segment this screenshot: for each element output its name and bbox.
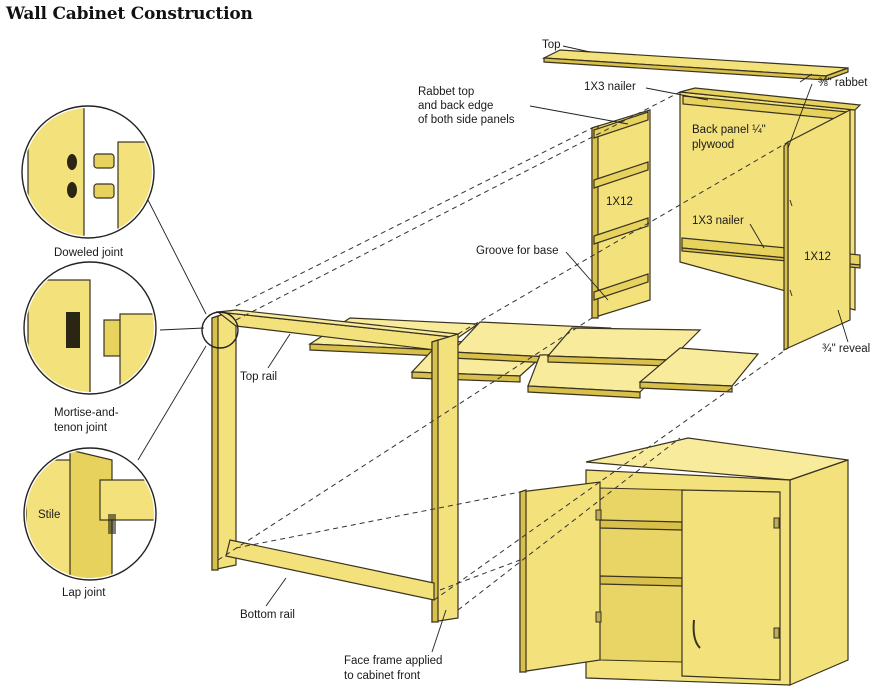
- lap-joint-detail: [23, 447, 157, 581]
- label-mortise-1: Mortise-and-: [54, 407, 119, 419]
- label-rabbet-note-1: Rabbet top: [418, 86, 474, 98]
- leader-lines: [265, 45, 849, 653]
- label-reveal: ¾" reveal: [822, 343, 870, 355]
- label-lap-joint: Lap joint: [62, 587, 106, 599]
- label-doweled-joint: Doweled joint: [54, 247, 124, 259]
- projection-lines: [217, 91, 789, 611]
- left-side-panel: [591, 109, 651, 319]
- label-side-1x12: 1X12: [606, 196, 633, 208]
- label-right-1x12: 1X12: [804, 251, 831, 263]
- detail-connectors: [137, 199, 239, 461]
- top-board: [541, 49, 849, 81]
- label-nailer-top: 1X3 nailer: [584, 81, 636, 93]
- label-back-panel-2: plywood: [692, 139, 734, 151]
- label-stile: Stile: [38, 509, 60, 521]
- label-nailer-bottom: 1X3 nailer: [692, 215, 744, 227]
- label-bottom-rail: Bottom rail: [240, 609, 295, 621]
- face-frame: [211, 309, 461, 623]
- doweled-joint-detail: [21, 105, 155, 239]
- mortise-tenon-detail: [23, 261, 157, 395]
- label-top: Top: [542, 39, 561, 51]
- label-rabbet: ⅜" rabbet: [818, 77, 868, 89]
- label-top-rail: Top rail: [240, 371, 277, 383]
- label-groove: Groove for base: [476, 245, 558, 257]
- label-mortise-2: tenon joint: [54, 422, 108, 434]
- right-side-panel: [783, 109, 851, 351]
- label-back-panel-1: Back panel ¼": [692, 124, 766, 136]
- label-face-frame-1: Face frame applied: [344, 655, 442, 667]
- label-rabbet-note-3: of both side panels: [418, 114, 515, 126]
- diagram-title: Wall Cabinet Construction: [6, 4, 253, 24]
- assembled-cabinet: [519, 437, 849, 686]
- label-face-frame-2: to cabinet front: [344, 670, 421, 682]
- label-rabbet-note-2: and back edge: [418, 100, 493, 112]
